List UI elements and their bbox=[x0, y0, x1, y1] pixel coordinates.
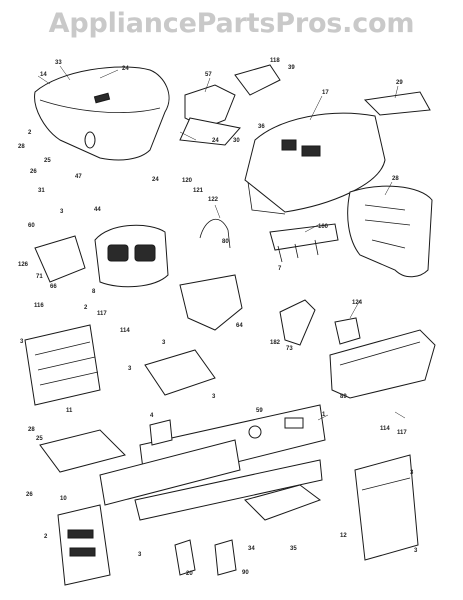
callout-11: 11 bbox=[66, 408, 73, 414]
part-73-bracket bbox=[279, 299, 316, 346]
callout-10: 10 bbox=[60, 496, 67, 502]
part-33-hood-top bbox=[34, 66, 170, 161]
callout-182: 182 bbox=[270, 340, 281, 346]
part-100-bracket bbox=[269, 223, 339, 263]
callout-71: 71 bbox=[36, 274, 43, 280]
callout-34: 34 bbox=[248, 546, 255, 552]
part-2-plate bbox=[57, 504, 111, 586]
callout-3: 3 bbox=[162, 340, 166, 346]
callout-28: 28 bbox=[18, 144, 25, 150]
callout-3: 3 bbox=[414, 548, 418, 554]
callout-90: 90 bbox=[242, 570, 249, 576]
callout-25: 25 bbox=[44, 158, 51, 164]
callout-122: 122 bbox=[208, 197, 219, 203]
part-80-wire bbox=[199, 218, 231, 249]
callout-28: 28 bbox=[28, 427, 35, 433]
callout-114: 114 bbox=[380, 426, 390, 432]
callout-31: 31 bbox=[38, 188, 45, 194]
callout-59: 59 bbox=[256, 408, 263, 414]
callout-12: 12 bbox=[340, 533, 347, 539]
callout-117: 117 bbox=[397, 430, 407, 436]
callout-4: 4 bbox=[150, 413, 154, 419]
part-90-bracket bbox=[214, 539, 237, 576]
leader-lines bbox=[37, 65, 406, 421]
callout-26: 26 bbox=[30, 169, 37, 175]
callout-33: 33 bbox=[55, 60, 62, 66]
part-12-panel bbox=[354, 454, 419, 561]
callout-3: 3 bbox=[128, 366, 132, 372]
watermark: AppliancePartsPros.com bbox=[48, 8, 415, 39]
callout-100: 100 bbox=[318, 224, 329, 230]
callout-117: 117 bbox=[97, 311, 107, 317]
callout-7: 7 bbox=[278, 266, 282, 272]
callout-3: 3 bbox=[138, 552, 142, 558]
part-57-bracket-set bbox=[179, 64, 281, 146]
callout-120: 120 bbox=[182, 178, 193, 184]
callout-80: 80 bbox=[222, 239, 229, 245]
callout-30: 30 bbox=[233, 138, 240, 144]
part-34-footrest bbox=[244, 484, 322, 521]
callout-121: 121 bbox=[193, 188, 204, 194]
callout-116: 116 bbox=[34, 303, 44, 309]
callout-2: 2 bbox=[28, 130, 32, 136]
callout-3: 3 bbox=[20, 339, 24, 345]
part-29-brace bbox=[363, 91, 431, 116]
callout-25: 25 bbox=[36, 436, 43, 442]
callout-89: 89 bbox=[340, 394, 347, 400]
callout-35: 35 bbox=[290, 546, 297, 552]
part-28-grille bbox=[347, 185, 433, 278]
part-8-dash-panel bbox=[94, 224, 169, 288]
callout-57: 57 bbox=[205, 72, 212, 78]
callout-3: 3 bbox=[410, 470, 414, 476]
part-3-plate bbox=[144, 349, 216, 396]
callout-47: 47 bbox=[75, 174, 82, 180]
callout-66: 66 bbox=[50, 284, 57, 290]
callout-114: 114 bbox=[120, 328, 130, 334]
callout-26: 26 bbox=[26, 492, 33, 498]
part-124-insert bbox=[334, 317, 361, 345]
callout-44: 44 bbox=[94, 207, 101, 213]
callout-labels: 14 33 24 57 118 39 17 29 36 30 24 2 28 2… bbox=[18, 58, 418, 577]
callout-17: 17 bbox=[322, 90, 329, 96]
callout-126: 126 bbox=[18, 262, 29, 268]
callout-2: 2 bbox=[84, 305, 88, 311]
callout-1: 1 bbox=[322, 412, 326, 418]
callout-64: 64 bbox=[236, 323, 243, 329]
callout-14: 14 bbox=[40, 72, 47, 78]
part-17-hood bbox=[244, 112, 386, 215]
part-4-bracket bbox=[149, 419, 173, 446]
callout-124: 124 bbox=[352, 300, 363, 306]
callout-24: 24 bbox=[212, 138, 219, 144]
callout-73: 73 bbox=[286, 346, 293, 352]
callout-2: 2 bbox=[44, 534, 48, 540]
part-64-bracket bbox=[179, 274, 243, 331]
part-1-frame bbox=[99, 404, 326, 521]
part-20-bracket bbox=[174, 539, 196, 576]
callout-3: 3 bbox=[212, 394, 216, 400]
callout-29: 29 bbox=[396, 80, 403, 86]
callout-118: 118 bbox=[270, 58, 280, 64]
part-11-panel bbox=[24, 324, 101, 406]
callout-28: 28 bbox=[392, 176, 399, 182]
callout-24: 24 bbox=[152, 177, 159, 183]
part-26-step bbox=[39, 429, 126, 473]
callout-3: 3 bbox=[60, 209, 64, 215]
part-66-panel bbox=[34, 235, 86, 283]
callout-39: 39 bbox=[288, 65, 295, 71]
callout-36: 36 bbox=[258, 124, 265, 130]
callout-20: 20 bbox=[186, 571, 193, 577]
part-89-side-panel bbox=[329, 329, 436, 399]
callout-8: 8 bbox=[92, 289, 96, 295]
callout-24: 24 bbox=[122, 66, 129, 72]
callout-60: 60 bbox=[28, 223, 35, 229]
